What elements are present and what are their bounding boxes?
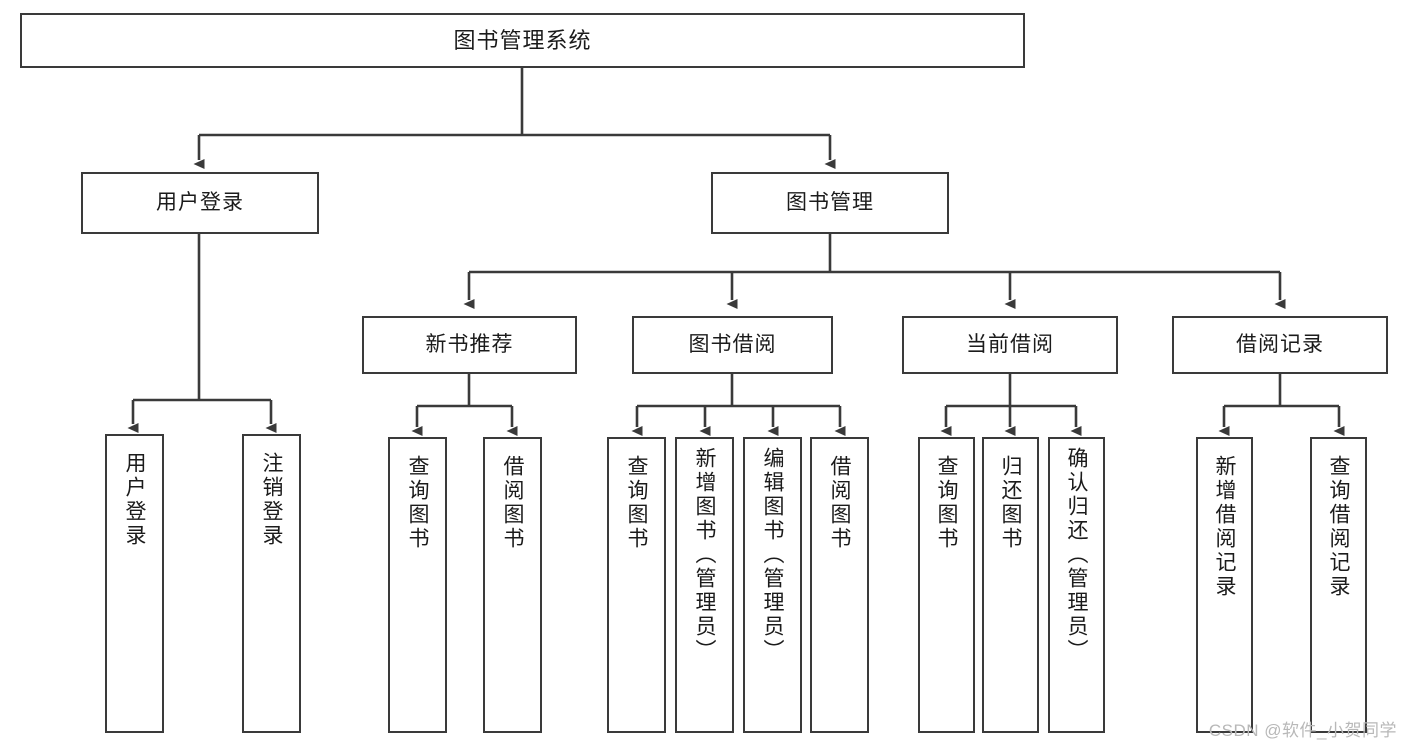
node-label: 编辑图书（管理员） [761,447,784,663]
node-label: 归还图书 [999,455,1022,551]
leaf-record-query-record[interactable]: 查询借阅记录 [1310,437,1367,733]
node-borrow-record[interactable]: 借阅记录 [1172,316,1388,374]
node-label: 借阅图书 [828,455,851,551]
node-label: 查询图书 [625,455,648,551]
node-label: 用户登录 [156,190,244,214]
leaf-current-return-book[interactable]: 归还图书 [982,437,1039,733]
node-book-management[interactable]: 图书管理 [711,172,949,234]
leaf-current-query-book[interactable]: 查询图书 [918,437,975,733]
node-new-book-recommend[interactable]: 新书推荐 [362,316,577,374]
leaf-borrow-add-book-admin[interactable]: 新增图书（管理员） [675,437,734,733]
node-current-borrow[interactable]: 当前借阅 [902,316,1118,374]
leaf-borrow-borrow-book[interactable]: 借阅图书 [810,437,869,733]
leaf-user-login-logout[interactable]: 注销登录 [242,434,301,733]
node-label: 新增图书（管理员） [693,447,716,663]
node-root-system[interactable]: 图书管理系统 [20,13,1025,68]
leaf-borrow-query-book[interactable]: 查询图书 [607,437,666,733]
node-label: 确认归还（管理员） [1065,447,1088,663]
leaf-recommend-borrow-book[interactable]: 借阅图书 [483,437,542,733]
node-label: 借阅图书 [501,455,524,551]
node-label: 图书借阅 [688,332,777,356]
node-label: 查询图书 [406,455,429,551]
node-book-borrow[interactable]: 图书借阅 [632,316,833,374]
node-label: 新书推荐 [425,332,514,356]
node-label: 用户登录 [123,452,146,548]
leaf-borrow-edit-book-admin[interactable]: 编辑图书（管理员） [743,437,802,733]
node-label: 当前借阅 [966,332,1054,356]
node-label: 查询借阅记录 [1327,455,1350,599]
node-user-login[interactable]: 用户登录 [81,172,319,234]
node-label: 图书管理 [786,190,874,214]
leaf-user-login-login[interactable]: 用户登录 [105,434,164,733]
node-label: 借阅记录 [1236,332,1324,356]
leaf-record-add-record[interactable]: 新增借阅记录 [1196,437,1253,733]
leaf-recommend-query-book[interactable]: 查询图书 [388,437,447,733]
leaf-current-confirm-return-admin[interactable]: 确认归还（管理员） [1048,437,1105,733]
node-label: 注销登录 [260,452,283,548]
node-label: 查询图书 [935,455,958,551]
node-label: 图书管理系统 [453,27,592,53]
node-label: 新增借阅记录 [1213,455,1236,599]
